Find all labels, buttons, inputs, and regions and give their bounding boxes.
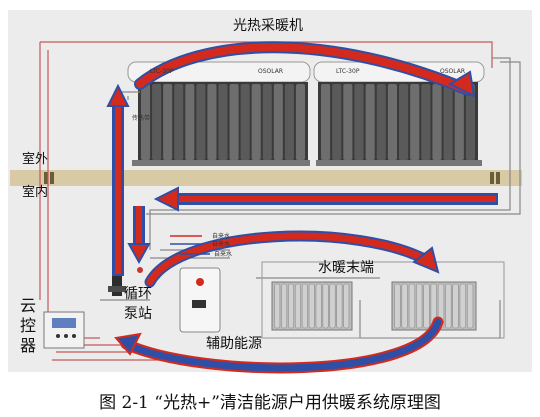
arrow-up-head: [106, 83, 130, 107]
arrow-down-head: [127, 243, 151, 265]
panel-model-left: LTC-30P: [150, 68, 174, 75]
panel-model-right: LTC-30P: [336, 68, 360, 75]
radiator-label: 水暖末端: [318, 260, 374, 276]
pump-station: [108, 266, 143, 296]
figure-caption: 图 2-1 “光热+”清洁能源户用供暖系统原理图: [99, 393, 441, 413]
tap-water-label-2: 自来水: [212, 240, 230, 248]
diagram-title: 光热采暖机: [233, 18, 303, 34]
floor-divider: [10, 170, 522, 186]
indoor-label: 室内: [22, 184, 48, 200]
tap-water-label-1: 自来水: [212, 232, 230, 240]
solar-collector-right: [313, 61, 485, 166]
arrow-up: [115, 104, 121, 274]
pump-label-line1: 循环: [124, 286, 152, 302]
solar-collector-left: [127, 61, 311, 166]
radiator-left: [271, 281, 353, 331]
outdoor-label: 室外: [22, 151, 48, 167]
auxiliary-boiler: [179, 267, 221, 333]
panel-brand-left: OSOLAR: [258, 68, 283, 75]
radiator-right: [391, 281, 477, 331]
radiator-frame: [261, 261, 505, 339]
panel-brand-right: OSOLAR: [440, 68, 465, 75]
tap-water-label-3: 自来水: [214, 250, 232, 258]
arrow-down: [136, 206, 142, 246]
arrow-loop-bottom: [122, 318, 442, 372]
arrow-return-head: [153, 186, 179, 212]
arrow-solar-head: [447, 70, 476, 98]
aux-label: 辅助能源: [206, 336, 262, 352]
arrow-loop-bottom-head: [114, 332, 142, 356]
pipes: [39, 41, 521, 361]
tap-water-markers: [170, 235, 210, 255]
arrow-loop-top: [146, 232, 434, 286]
arrow-loop-top-head: [412, 246, 440, 274]
cloud-controller: [43, 311, 85, 349]
arrow-return: [170, 196, 496, 202]
pump-label-line2: 泵站: [124, 306, 152, 322]
controller-label: 云 控 器: [20, 296, 37, 355]
arrow-solar: [136, 43, 472, 94]
sensor-label: 传热带: [132, 114, 150, 122]
